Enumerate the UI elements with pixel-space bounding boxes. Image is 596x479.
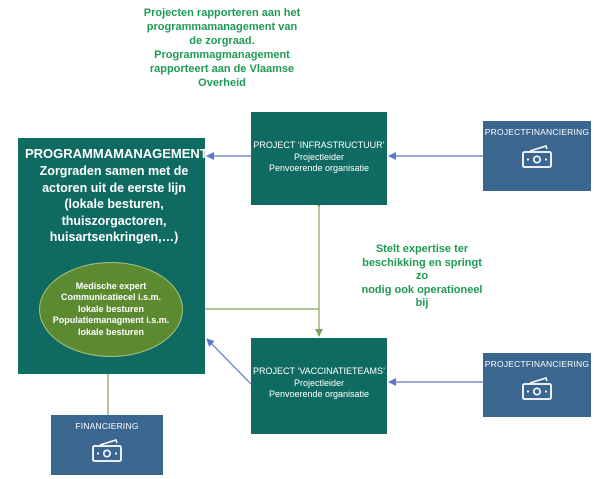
financiering-box: FINANCIERING (51, 415, 163, 475)
money-icon (92, 439, 122, 462)
note-line: rapporteert aan de Vlaamse (149, 63, 295, 75)
note-line: Overheid (198, 77, 246, 89)
note-line: nodig ook operationeel (361, 283, 483, 296)
project-vaccinatieteams-box: PROJECT ‘VACCINATIETEAMS’ Projectleider … (251, 338, 387, 434)
note-line: programmamanagement van (146, 21, 298, 33)
pm-line: actoren uit de eerste lijn (42, 180, 186, 195)
oval-line: Populatiemanagment i.s.m. (52, 315, 170, 326)
project-organisation: Penvoerende organisatie (268, 389, 370, 399)
project-organisation: Penvoerende organisatie (268, 163, 370, 173)
oval-line: lokale besturen (77, 326, 145, 337)
expertise-note: Stelt expertise ter beschikking en sprin… (356, 243, 488, 311)
pm-line: thuiszorgactoren, (61, 213, 167, 228)
project-title: PROJECT ‘INFRASTRUCTUUR’ (253, 140, 385, 150)
oval-line: Medische expert (75, 280, 147, 291)
financing-label: PROJECTFINANCIERING (484, 359, 590, 369)
note-line: Projecten rapporteren aan het (143, 7, 301, 19)
pm-line: (lokale besturen, (64, 197, 164, 211)
note-line: Programmagmanagement (154, 49, 290, 61)
pm-description: Zorgraden samen met de actoren uit de ee… (25, 163, 203, 246)
note-line: bij (415, 297, 429, 309)
projectfinanciering-vacc-box: PROJECTFINANCIERING (483, 353, 591, 417)
project-title: PROJECT ‘VACCINATIETEAMS’ (252, 366, 386, 376)
note-line: beschikking en springt zo (362, 256, 482, 283)
note-line: de zorgraad. (189, 35, 255, 47)
expertise-oval: Medische expert Communicatiecel i.s.m. l… (39, 262, 183, 357)
pm-line: huisartsenkringen,…) (49, 230, 179, 244)
money-icon (522, 145, 552, 168)
pm-line: Zorgraden samen met de (39, 164, 189, 178)
financing-label: PROJECTFINANCIERING (484, 127, 590, 137)
financing-label: FINANCIERING (75, 421, 139, 431)
oval-line: Communicatiecel i.s.m. (60, 292, 162, 303)
money-icon (522, 377, 552, 400)
project-leader: Projectleider (293, 152, 345, 162)
arrow-vacc-to-pm (206, 338, 252, 385)
project-leader: Projectleider (293, 378, 345, 388)
pm-title: PROGRAMMAMANAGEMENT (25, 146, 208, 161)
project-infrastructuur-box: PROJECT ‘INFRASTRUCTUUR’ Projectleider P… (251, 112, 387, 205)
reporting-note: Projecten rapporteren aan het programmam… (118, 6, 326, 90)
projectfinanciering-infra-box: PROJECTFINANCIERING (483, 121, 591, 191)
note-line: Stelt expertise ter (375, 243, 469, 255)
oval-line: lokale besturen (77, 303, 145, 314)
